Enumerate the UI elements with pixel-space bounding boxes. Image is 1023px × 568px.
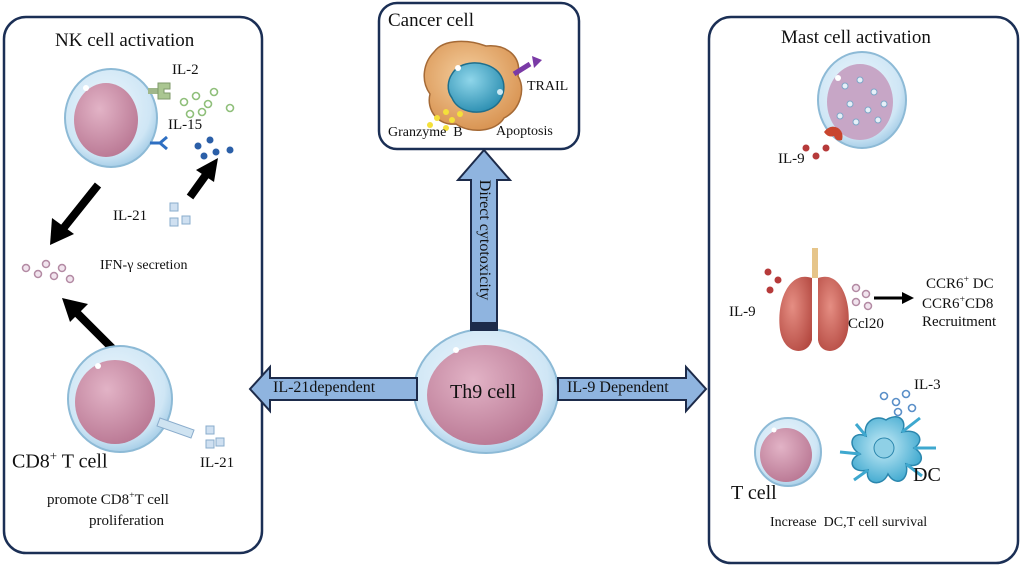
cd8-t-cell [67,345,195,453]
il21-bottom-label: IL-21 [200,455,235,471]
promote-line2: proliferation [89,513,164,529]
up-arrow-base [471,322,497,330]
granzyme-b-label: Granzyme B [388,125,463,140]
il3-molecules [879,389,917,417]
t-cell-right [754,417,822,487]
cancer-panel-title: Cancer cell [388,10,474,31]
th9-cell [413,328,559,454]
il21-top-label: IL-21 [113,208,148,224]
trail-receptor-icon [512,56,542,77]
il3-label: IL-3 [914,377,941,393]
nk-panel-title: NK cell activation [55,30,195,51]
recruitment-arrow [874,292,914,304]
cd8-to-ifn-arrow [62,298,119,355]
t-cell-label: T cell [731,482,777,504]
mast-panel-title: Mast cell activation [781,27,931,48]
il15-molecules [194,136,234,160]
il9-molecules-lung [764,268,782,294]
il9-molecules-mast [802,144,830,160]
ccr6-cd8-label: CCR6+CD8 [922,294,994,312]
il9-receptor-icon [824,126,843,141]
il21-dependent-label: IL-21dependent [273,379,376,396]
il21-to-nk-arrow [186,158,218,200]
ccr6-dc-label: CCR6+ DC [926,274,994,292]
recruitment-label: Recruitment [922,314,997,330]
cd8-t-cell-label: CD8+ T cell [12,448,108,473]
il21-molecules-bottom [205,425,225,449]
il9-dependent-label: IL-9 Dependent [567,379,669,396]
ifn-gamma-molecules [21,259,75,284]
il15-receptor-icon [150,135,168,151]
cancer-cell [423,40,523,131]
direct-cytotoxicity-label: Direct cytotoxicity [476,179,493,301]
il15-label: IL-15 [168,117,203,133]
left-panel-box [2,15,264,555]
th9-cell-label: Th9 cell [450,381,517,403]
il2-receptor-icon [148,82,171,100]
direct-cytotoxicity-arrow [455,148,513,331]
dendritic-cell-icon [839,416,936,484]
nk-to-ifn-arrow [50,182,102,245]
ifn-gamma-label: IFN-γ secretion [100,258,188,273]
nk-cell [64,68,158,168]
ccl20-molecules [851,283,873,311]
il9-mast-label: IL-9 [778,151,805,167]
granzyme-b-molecules [427,109,463,131]
il9-lung-label: IL-9 [729,304,756,320]
promote-line1: promote CD8+T cell [47,490,169,508]
il2-molecules [179,87,235,119]
lungs-icon [779,248,849,351]
dc-label: DC [913,464,941,486]
trail-label: TRAIL [527,79,569,94]
survival-label: Increase DC,T cell survival [770,515,928,530]
il21-molecules-top [169,202,191,227]
mast-cell [817,51,907,149]
il21-dependent-arrow [248,364,418,414]
il9-dependent-arrow [557,364,708,414]
il2-label: IL-2 [172,62,199,78]
ccl20-label: Ccl20 [848,316,884,332]
apoptosis-label: Apoptosis [496,124,553,139]
